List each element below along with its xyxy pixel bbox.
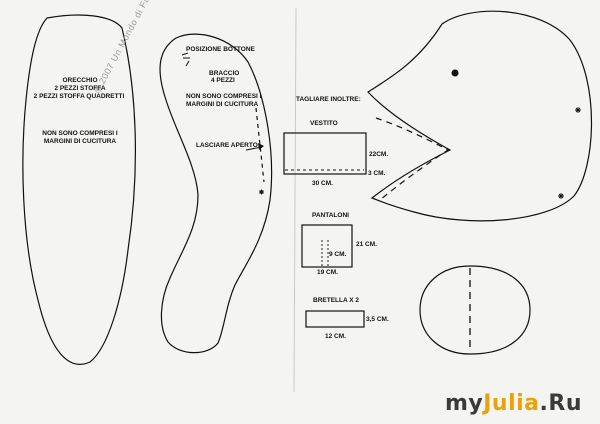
head-asterisk-1 — [575, 107, 581, 113]
cut-more-label: TAGLIARE INOLTRE: — [296, 96, 361, 103]
dress-rect — [283, 132, 367, 175]
arm-title: BRACCIO — [209, 70, 240, 77]
strap-rect — [305, 310, 365, 328]
arm-asterisk — [259, 189, 264, 195]
arm-note-1: NON SONO COMPRESI I — [186, 93, 262, 100]
ear-note-1: NON SONO COMPRESI I — [42, 130, 118, 137]
arm-outline — [159, 33, 273, 354]
dress-height: 22CM. — [369, 151, 389, 158]
trousers-mark-label: 9 CM. — [329, 251, 347, 258]
mouth-dashes — [375, 117, 450, 201]
arm-note-2: MARGINI DI CUCITURA — [186, 101, 259, 108]
leave-open-label: LASCIARE APERTO — [196, 142, 258, 149]
strap-width: 12 CM. — [325, 333, 346, 340]
button-position-mark — [181, 52, 190, 67]
head-outline — [367, 10, 593, 222]
trousers-width: 19 CM. — [317, 269, 338, 276]
dress-title: VESTITO — [310, 120, 338, 127]
button-position-label: POSIZIONE BOTTONE — [186, 46, 255, 53]
fold-line — [293, 7, 297, 393]
ear-outline — [22, 14, 136, 365]
trousers-title: PANTALONI — [312, 212, 349, 219]
brand-part-2: Julia — [483, 391, 540, 416]
brand-part-3: .Ru — [539, 391, 582, 416]
brand-logo[interactable]: myJulia.Ru — [445, 391, 582, 416]
ear-note-2: MARGINI DI CUCITURA — [43, 138, 117, 145]
dress-width: 30 CM. — [312, 180, 333, 187]
trousers-height: 21 CM. — [356, 241, 377, 248]
ear-title: ORECCHIO — [62, 77, 98, 84]
ear-checked-fabric: 2 PEZZI STOFFA QUADRETTI — [33, 93, 125, 100]
strap-height: 3,5 CM. — [366, 316, 389, 323]
ear-fabric: 2 PEZZI STOFFA — [54, 85, 106, 92]
arm-pieces: 4 PEZZI — [211, 77, 235, 84]
strap-title: BRETELLA X 2 — [313, 297, 359, 304]
head-asterisk-2 — [558, 193, 564, 199]
trousers-rect — [301, 224, 353, 268]
half-circle-outline — [419, 265, 531, 355]
brand-part-1: my — [444, 391, 484, 416]
dress-mark-label: 3 CM. — [368, 170, 386, 177]
eye-dot — [451, 69, 459, 77]
arm-open-arrow-head — [258, 143, 264, 150]
